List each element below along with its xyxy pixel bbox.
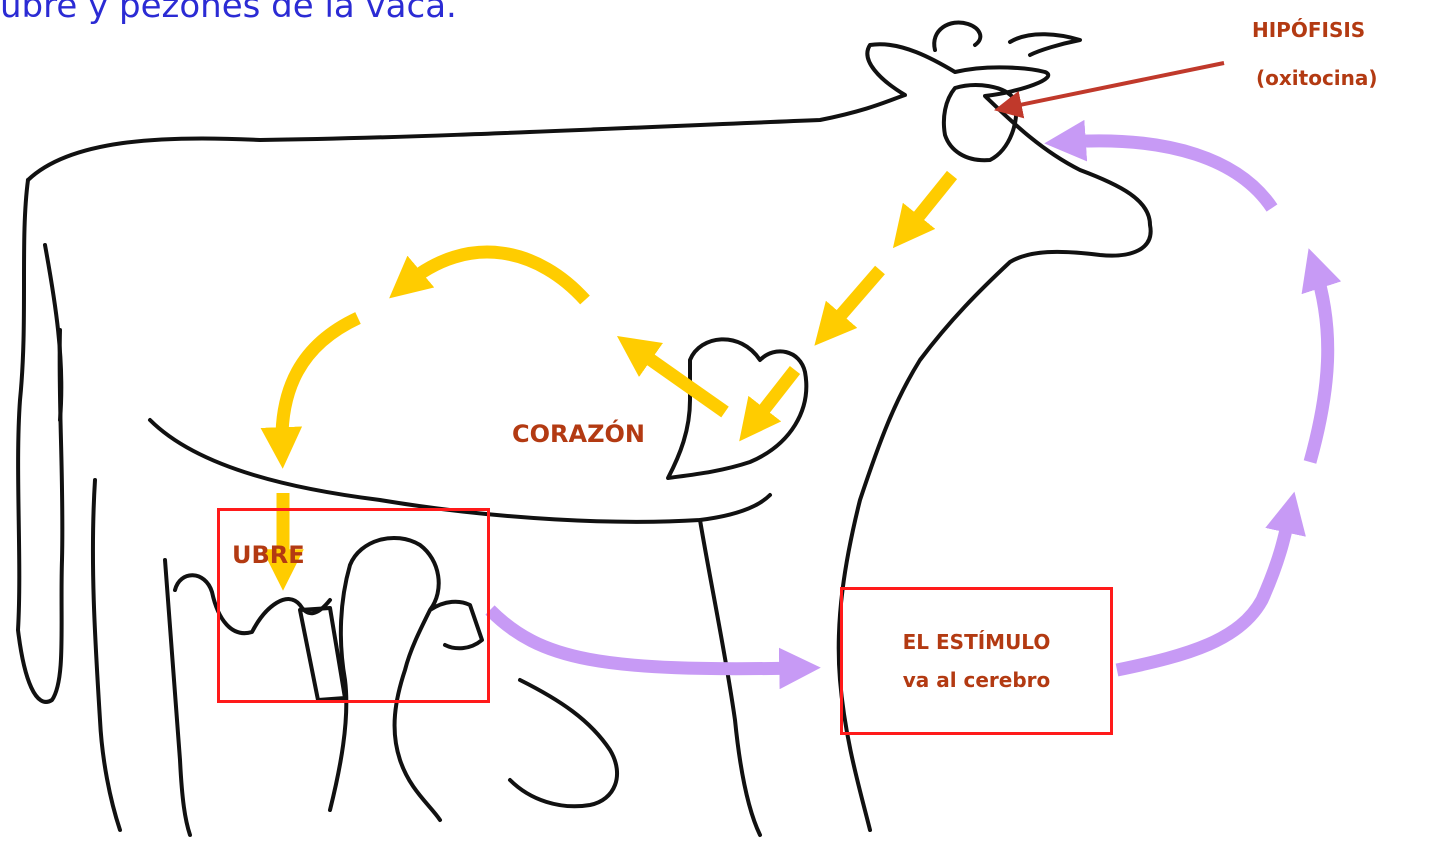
hormone-arrow-1 (892, 170, 958, 249)
hormone-flow (260, 170, 958, 591)
heart-shape (666, 337, 809, 480)
cow-hind-leg (90, 478, 122, 832)
udder-label: UBRE (232, 541, 305, 569)
cow-outline (16, 20, 1153, 837)
cow-belly (148, 418, 772, 524)
cow-head-mark (941, 83, 1019, 163)
cow-horn-right (1008, 32, 1082, 57)
hormone-arrow-3 (739, 365, 801, 442)
hormone-arrow-4 (616, 336, 729, 418)
heart-label: CORAZÓN (512, 420, 645, 448)
milker-knee (508, 678, 620, 809)
hormone-arrow-5 (389, 245, 590, 305)
milker-figure (298, 535, 484, 822)
stimulus-label-line1: EL ESTÍMULO (902, 630, 1051, 654)
nerve-flow (485, 119, 1342, 690)
hormone-arrow-2 (814, 265, 885, 346)
top-caption: ubre y pezones de la vaca. (0, 0, 457, 26)
stimulus-label-line2: va al cerebro (902, 668, 1051, 692)
nerve-arrow-2 (1115, 491, 1306, 677)
hormone-arrow-6 (260, 312, 361, 469)
hypophysis-label: HIPÓFISIS (1252, 18, 1366, 42)
cow-front-leg-inner (698, 518, 762, 837)
cow-rear-line (16, 178, 65, 704)
nerve-arrow-1 (485, 605, 821, 690)
nerve-arrow-4 (1044, 119, 1278, 212)
hypophysis-pointer-arrow (994, 61, 1225, 119)
udder-box (217, 508, 490, 703)
nerve-arrow-3 (1301, 248, 1342, 464)
cow-tail (43, 243, 64, 422)
cow-horn-left (932, 20, 983, 52)
stimulus-box: EL ESTÍMULO va al cerebro (840, 587, 1113, 735)
cow-hind-leg-inner (163, 558, 192, 837)
oxytocin-label: (oxitocina) (1256, 66, 1378, 90)
